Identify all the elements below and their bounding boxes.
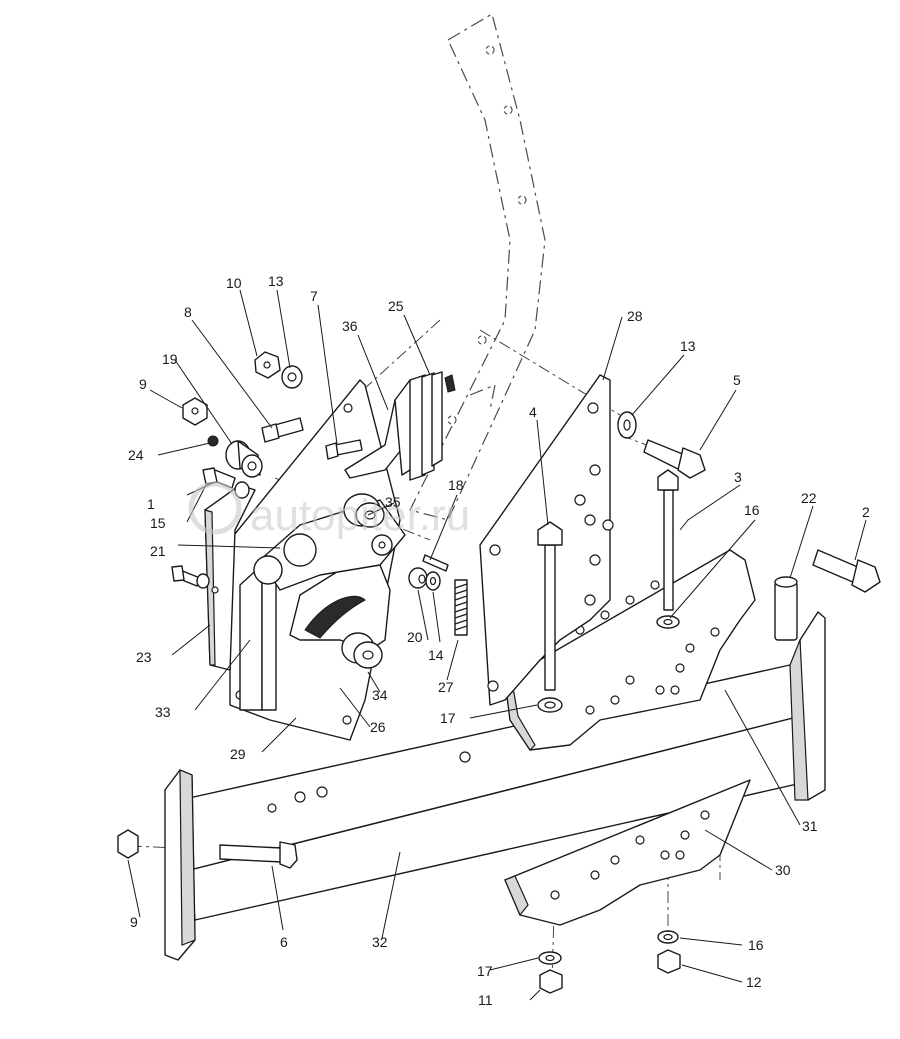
nut-12 (657, 949, 681, 974)
right-end-plate (789, 611, 826, 801)
callout-3: 3 (734, 469, 742, 485)
callout-18: 18 (448, 477, 464, 493)
callout-17-upper: 17 (440, 710, 456, 726)
bushing-20 (408, 567, 428, 589)
upper-bracket-plate (504, 549, 756, 751)
callout-29: 29 (230, 746, 246, 762)
washer-13-right (617, 411, 637, 439)
callout-36: 36 (342, 318, 358, 334)
callout-11: 11 (478, 992, 493, 1008)
lower-bracket-plate (504, 779, 751, 926)
callout-27: 27 (438, 679, 454, 695)
callout-12: 12 (746, 974, 762, 990)
nut-9-lower (117, 829, 139, 859)
washer-13-left (281, 365, 303, 389)
grease-nipple-24 (207, 435, 219, 447)
callout-20: 20 (407, 629, 423, 645)
callout-9-upper: 9 (139, 376, 147, 392)
callout-28: 28 (627, 308, 643, 324)
callout-6: 6 (280, 934, 288, 950)
callout-9-lower: 9 (130, 914, 138, 930)
callout-31: 31 (802, 818, 818, 834)
bushing-19 (225, 440, 263, 478)
screw-7 (325, 439, 363, 460)
callout-25: 25 (388, 298, 404, 314)
washer-14 (425, 571, 441, 591)
nut-10 (254, 351, 281, 379)
callout-19: 19 (162, 351, 178, 367)
latch-plate (289, 564, 391, 651)
washer-16-upper (656, 615, 680, 629)
callout-5: 5 (733, 372, 741, 388)
small-spring-18 (422, 554, 449, 572)
callout-10: 10 (226, 275, 242, 291)
ghost-post (409, 13, 546, 521)
long-bolt-4 (537, 521, 563, 691)
washer-17-lower (538, 951, 562, 965)
left-end-plate (164, 769, 196, 961)
callout-14: 14 (428, 647, 444, 663)
callout-8: 8 (184, 304, 192, 320)
callout-30: 30 (775, 862, 791, 878)
callout-15: 15 (150, 515, 166, 531)
washer-16-lower (657, 930, 679, 944)
watermark: autopiter.ru (188, 481, 470, 540)
callout-33: 33 (155, 704, 171, 720)
callout-labels: 1 2 3 4 5 6 7 8 9 9 10 11 12 13 13 14 15… (128, 273, 870, 1008)
callout-23: 23 (136, 649, 152, 665)
callout-22: 22 (801, 490, 817, 506)
callout-32: 32 (372, 934, 388, 950)
vertical-bar (239, 564, 277, 711)
bolt-2 (812, 549, 881, 593)
callout-13-left: 13 (268, 273, 284, 289)
callout-24: 24 (128, 447, 144, 463)
callout-17-lower: 17 (477, 963, 493, 979)
spacer-sleeve (774, 576, 798, 641)
screw-lower-left (171, 565, 210, 589)
callout-34: 34 (372, 687, 388, 703)
callout-35: 35 (385, 494, 401, 510)
callout-1: 1 (147, 496, 155, 512)
callout-7: 7 (310, 288, 318, 304)
callout-26: 26 (370, 719, 386, 735)
bolt-6 (219, 841, 298, 869)
screw-8 (261, 417, 304, 443)
washer-17-upper (537, 697, 563, 713)
tension-spring-27 (454, 579, 468, 636)
blade-stack (409, 371, 456, 481)
callout-16-lower: 16 (748, 937, 764, 953)
callout-21: 21 (150, 543, 166, 559)
long-bolt-3 (657, 469, 679, 611)
watermark-text: autopiter.ru (250, 491, 470, 540)
nut-11 (539, 969, 563, 994)
callout-4: 4 (529, 404, 537, 420)
nut-9-upper (182, 397, 208, 426)
callout-13-right: 13 (680, 338, 696, 354)
bolt-5 (643, 439, 706, 479)
callout-2: 2 (862, 504, 870, 520)
callout-16-upper: 16 (744, 502, 760, 518)
roller-34 (341, 632, 383, 669)
